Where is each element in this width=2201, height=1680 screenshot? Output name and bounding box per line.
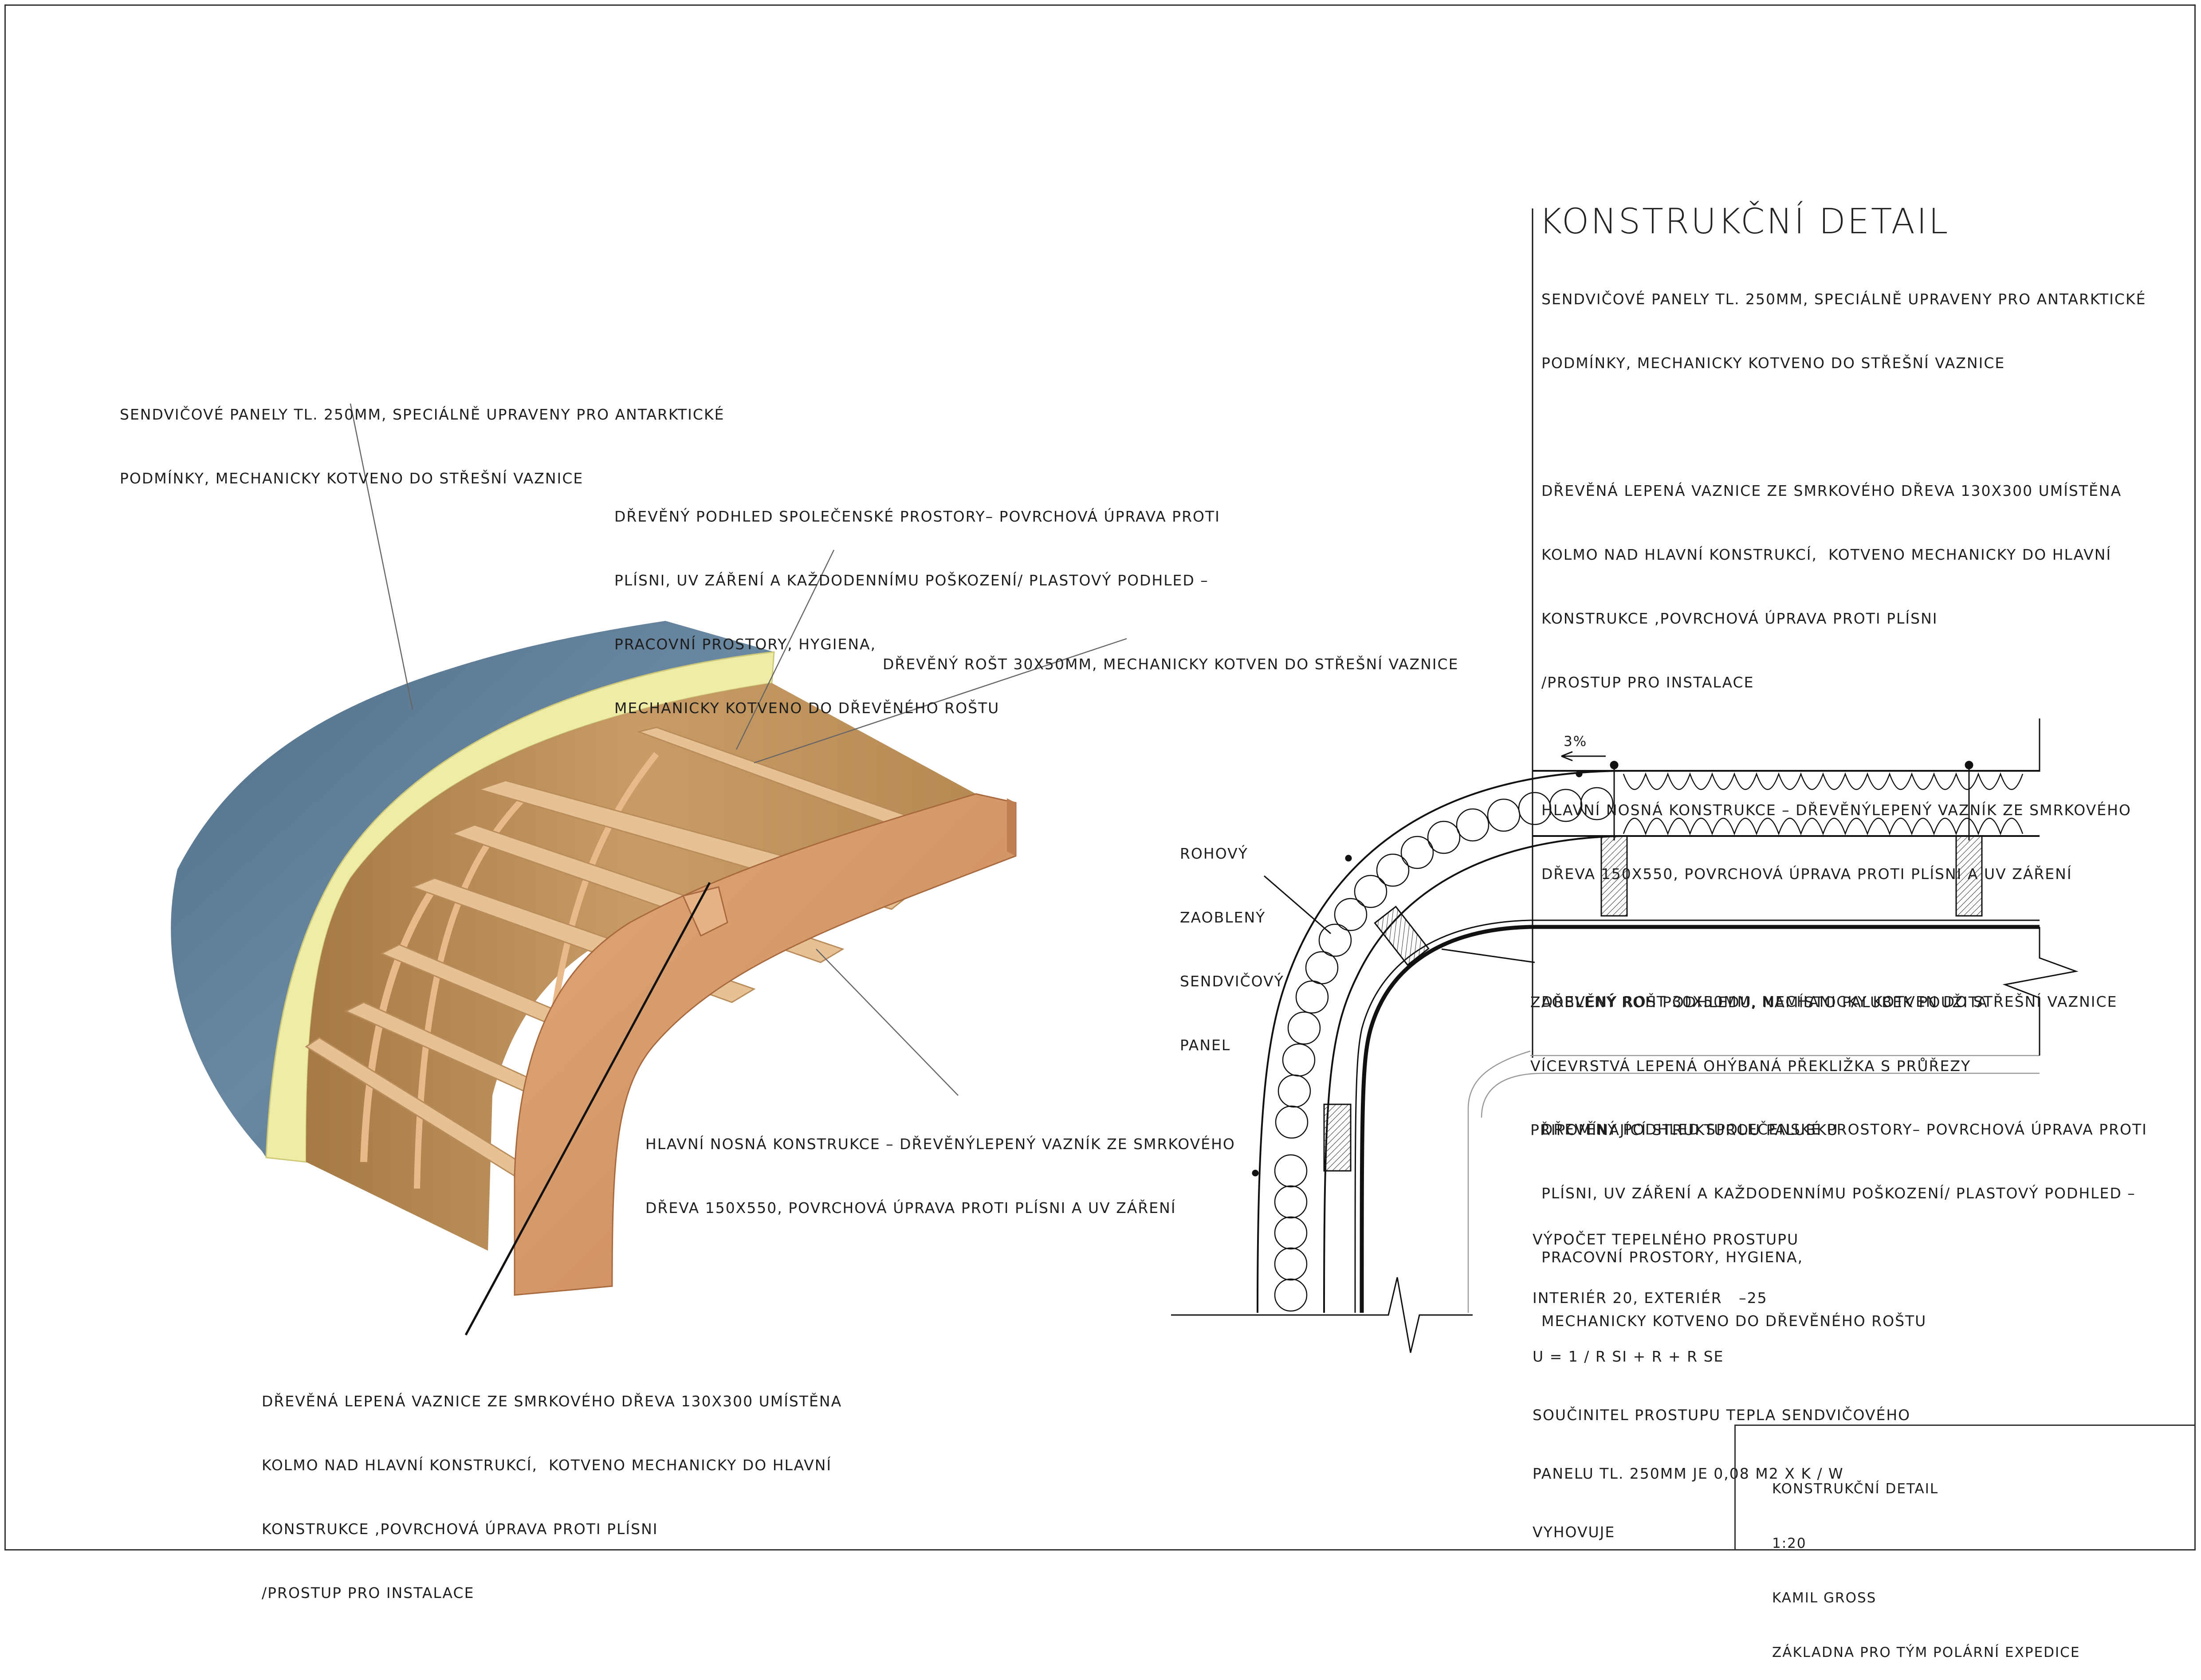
purlin-section-2 [1955, 835, 1983, 917]
note-grid-1: DŘEVĚNÝ ROŠT 30x50mm, MECHANICKY KOTVEN … [1541, 993, 2118, 1010]
note-panels-1: SENDVIČOVÉ PANELY TL. 250mm, SPECIÁLNĚ U… [1541, 290, 2146, 308]
main-glulam-beam [514, 793, 1017, 1296]
break-symbol-right [2002, 927, 2079, 1056]
note-ceiling-2: PLÍSNI, UV ZÁŘENÍ A KAŽDODENNÍMU POŠKOZE… [1541, 1185, 2136, 1202]
note-panels-2: PODMÍNKY, MECHANICKY KOTVENO DO STŘEŠNÍ … [1541, 354, 2005, 372]
note-ceiling-1: DŘEVĚNÝ PODHLED SPOLEČENSKÉ PROSTORY– PO… [1541, 1121, 2147, 1138]
callout-purlin-3: KONSTRUKCE ,POVRCHOVÁ ÚPRAVA PROTI PLÍSN… [262, 1520, 658, 1538]
tb-title: KONSTRUKČNÍ DETAIL [1772, 1481, 1939, 1497]
purlin-section-1 [1600, 835, 1628, 917]
tb-scale: 1:20 [1772, 1535, 1807, 1551]
callout-corner-3: SENDVIČOVÝ [1180, 973, 1284, 990]
note-main-1: HLAVNÍ NOSNÁ KONSTRUKCE – DŘEVĚNÝLEPENÝ … [1541, 801, 2131, 819]
callout-grid-1: DŘEVĚNÝ ROŠT 30x50mm, MECHANICKY KOTVEN … [883, 656, 1459, 673]
callout-ceiling-1: DŘEVĚNÝ PODHLED SPOLEČENSKÉ PROSTORY– PO… [614, 508, 1220, 525]
title-block-text: KONSTRUKČNÍ DETAIL 1:20 KAMIL GROSS ZÁKL… [1772, 1444, 2080, 1680]
callout-corner-panel: ROHOVÝ ZAOBLENÝ SENDVIČOVÝ PANEL [1180, 801, 1284, 1077]
callout-ceiling: DŘEVĚNÝ PODHLED SPOLEČENSKÉ PROSTORY– PO… [614, 463, 1220, 740]
callout-purlin: DŘEVĚNÁ LEPENÁ VAZNICE ZE SMRKOVÉHO DŘEV… [262, 1348, 842, 1625]
insulation-pattern-flat [1623, 772, 2024, 836]
callout-main-structure: HLAVNÍ NOSNÁ KONSTRUKCE – DŘEVĚNÝLEPENÝ … [645, 1091, 1235, 1240]
grid-batten-corner [1374, 906, 1430, 966]
callout-main-2: DŘEVA 150x550, POVRCHOVÁ ÚPRAVA PROTI PL… [645, 1199, 1176, 1217]
title-block [1734, 1425, 2196, 1550]
detail-title: KONSTRUKČNÍ DETAIL [1539, 202, 1950, 242]
render-3d [171, 403, 1127, 1336]
thermal-3: U = 1 / R Si + R + R Se [1533, 1348, 1724, 1365]
purlin-leader [464, 882, 711, 1336]
note-ceiling-4: MECHANICKY KOTVENO DO DŘEVĚNÉHO ROŠTU [1541, 1312, 1927, 1330]
note-purlin-1: DŘEVĚNÁ LEPENÁ VAZNICE ZE SMRKOVÉHO DŘEV… [1541, 482, 2122, 499]
callout-panels-1: SENDVIČOVÉ PANELY TL. 250mm, SPECIÁLNĚ U… [120, 406, 725, 423]
slope-label: 3% [1564, 734, 1588, 750]
callout-ceiling-4: MECHANICKY KOTVENO DO DŘEVĚNÉHO ROŠTU [614, 699, 1000, 717]
corner-panel-outer [1257, 770, 1624, 1313]
break-symbol-bottom [1171, 1277, 1473, 1353]
ceiling-line [1360, 925, 2040, 1313]
callout-rounded-1: ZAOBLENÝ ROH PODHLEDU, NAMÍSTO PALUBEK P… [1530, 993, 1988, 1011]
callout-purlin-4: /PROSTUP PRO INSTALACE [262, 1584, 475, 1601]
callout-grid: DŘEVĚNÝ ROŠT 30x50mm, MECHANICKY KOTVEN … [883, 611, 1458, 696]
thermal-1: VÝPOČET TEPELNÉHO PROSTUPU [1533, 1231, 1799, 1248]
callout-ceiling-3: PRACOVNÍ PROSTORY, HYGIENA, [614, 636, 876, 653]
tb-project: ZÁKLADNA PRO TÝM POLÁRNÍ EXPEDICE [1772, 1645, 2080, 1660]
callout-corner-1: ROHOVÝ [1180, 845, 1248, 862]
note-main-2: DŘEVA 150x550, POVRCHOVÁ ÚPRAVA PROTI PL… [1541, 865, 2072, 883]
note-purlin-2: KOLMO NAD HLAVNÍ KONSTRUKCÍ, KOTVENO MEC… [1541, 546, 2112, 563]
render-leaders [350, 403, 1127, 1096]
drawing-frame [4, 4, 2196, 1550]
sandwich-panel-insulation [265, 651, 775, 1163]
sandwich-panel-steel-face [171, 621, 774, 1158]
tb-author: KAMIL GROSS [1772, 1590, 1877, 1606]
insulation-pattern-corner [1274, 787, 1614, 1312]
thermal-6: VYHOVUJE [1533, 1523, 1615, 1541]
callout-purlin-1: DŘEVĚNÁ LEPENÁ VAZNICE ZE SMRKOVÉHO DŘEV… [262, 1393, 842, 1410]
slope-arrow [1561, 751, 1606, 761]
purlin-section-corner [1323, 1103, 1352, 1172]
callout-rounded-2: VÍCEVRSTVÁ LEPENÁ OHÝBANÁ PŘEKLIŽKA S PR… [1530, 1057, 1971, 1075]
note-purlin-3: KONSTRUKCE ,POVRCHOVÁ ÚPRAVA PROTI PLÍSN… [1541, 610, 1938, 627]
thermal-2: INTERIÉR 20, EXTERIÉR –25 [1533, 1289, 1768, 1307]
note-purlin-4: /PROSTUP PRO INSTALACE [1541, 674, 1754, 691]
thermal-5: PANELU TL. 250mm JE 0,08 m2 x K / W [1533, 1465, 1844, 1482]
thermal-4: SOUČINITEL PROSTUPU TEPLA SENDVIČOVÉHO [1533, 1406, 1911, 1424]
drawing-canvas [171, 208, 2079, 1353]
callout-panels-2: PODMÍNKY, MECHANICKY KOTVENO DO STŘEŠNÍ … [120, 470, 584, 487]
callout-rounded-ceiling: ZAOBLENÝ ROH PODHLEDU, NAMÍSTO PALUBEK P… [1530, 949, 1988, 1162]
callout-purlin-2: KOLMO NAD HLAVNÍ KONSTRUKCÍ, KOTVENO MEC… [262, 1456, 832, 1474]
right-notes: SENDVIČOVÉ PANELY TL. 250mm, SPECIÁLNĚ U… [1541, 246, 2147, 1353]
thermal-calc: VÝPOČET TEPELNÉHO PROSTUPU INTERIÉR 20, … [1533, 1191, 1910, 1562]
section-2d [1171, 208, 2079, 1353]
callout-corner-4: PANEL [1180, 1036, 1231, 1054]
callout-corner-2: ZAOBLENÝ [1180, 909, 1266, 926]
callout-ceiling-2: PLÍSNI, UV ZÁŘENÍ A KAŽDODENNÍMU POŠKOZE… [614, 572, 1209, 589]
callout-panels: SENDVIČOVÉ PANELY TL. 250mm, SPECIÁLNĚ U… [120, 361, 724, 510]
callout-main-1: HLAVNÍ NOSNÁ KONSTRUKCE – DŘEVĚNÝLEPENÝ … [645, 1135, 1235, 1153]
callout-rounded-3: PŘIPOMÍNAJÍCÍ STRUKTUROU PALUBKU [1530, 1121, 1839, 1138]
note-ceiling-3: PRACOVNÍ PROSTORY, HYGIENA, [1541, 1248, 1804, 1266]
